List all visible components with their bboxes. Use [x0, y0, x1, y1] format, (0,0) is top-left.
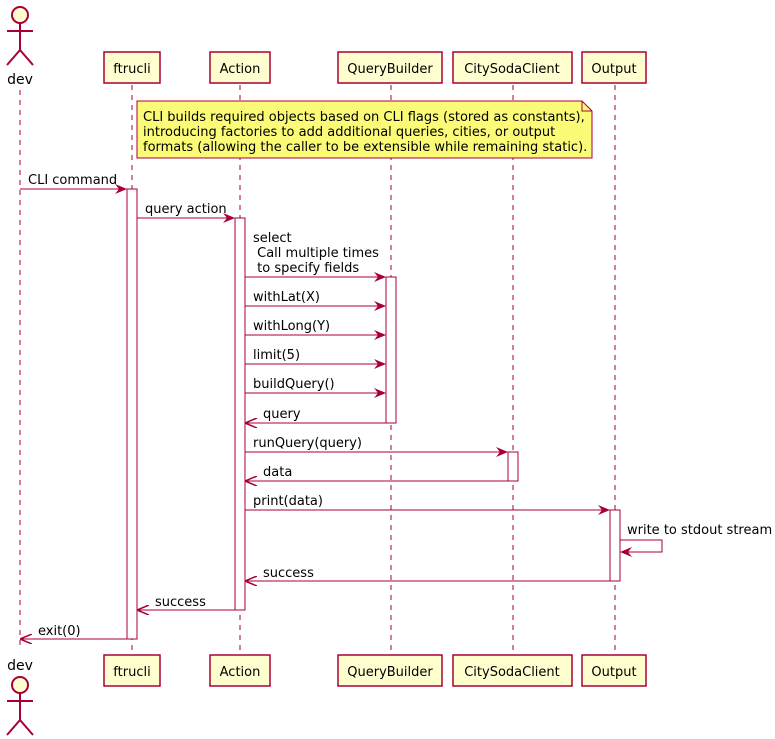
note-line-1: CLI builds required objects based on CLI…	[143, 110, 585, 125]
participant-querybuilder-box-bottom	[337, 654, 443, 687]
message-label-select-2: Call multiple times	[253, 246, 379, 261]
activation-output	[609, 509, 621, 582]
participants-top: dev ftrucli Action QueryBuilder CitySoda…	[6, 6, 647, 88]
activation-citysoda	[507, 451, 519, 482]
participant-action-label-bottom: Action	[220, 665, 261, 680]
participant-querybuilder-box-top	[337, 51, 443, 84]
message-label-query-action: query action	[145, 202, 227, 217]
message-label-cli-command: CLI command	[28, 173, 117, 188]
note-line-2: introducing factories to add additional …	[143, 125, 555, 140]
message-label-select-3: to specify fields	[253, 261, 359, 276]
message-label-success-action: success	[155, 595, 206, 610]
participant-citysoda-box-top	[452, 51, 573, 84]
message-label-exit: exit(0)	[38, 624, 81, 639]
activation-querybuilder	[385, 276, 397, 424]
note-shape	[136, 100, 593, 159]
activations	[126, 188, 621, 640]
participant-querybuilder-label-top: QueryBuilder	[347, 62, 433, 77]
actor-dev-top	[6, 6, 34, 66]
participant-ftrucli-box-top	[103, 51, 161, 84]
actor-dev-label-top: dev	[7, 72, 33, 88]
message-labels: CLI command query action select Call mul…	[28, 173, 772, 639]
note: CLI builds required objects based on CLI…	[136, 100, 593, 159]
participant-output-label-top: Output	[591, 62, 636, 77]
participant-citysoda-label-top: CitySodaClient	[464, 62, 560, 77]
participant-output-box-bottom	[581, 654, 647, 687]
messages	[20, 184, 663, 639]
participant-ftrucli-label-top: ftrucli	[113, 62, 150, 77]
participant-output-label-bottom: Output	[591, 665, 636, 680]
message-label-withlat: withLat(X)	[253, 290, 320, 305]
message-label-runquery: runQuery(query)	[253, 436, 362, 451]
message-label-withlong: withLong(Y)	[253, 319, 330, 334]
activation-action	[234, 217, 246, 611]
message-label-limit: limit(5)	[253, 348, 300, 363]
message-arrow-write-stdout	[620, 539, 663, 557]
message-label-buildquery: buildQuery()	[253, 377, 335, 392]
participant-action-box-top	[209, 51, 271, 84]
message-label-data-return: data	[263, 465, 292, 480]
actor-dev-label-bottom: dev	[7, 658, 33, 674]
participant-ftrucli-label-bottom: ftrucli	[113, 665, 150, 680]
note-corner-fold	[581, 101, 592, 112]
participant-ftrucli-box-bottom	[103, 654, 161, 687]
message-label-select-1: select	[253, 231, 292, 246]
message-label-print: print(data)	[253, 494, 323, 509]
note-line-3: formats (allowing the caller to be exten…	[143, 140, 587, 155]
message-label-success-output: success	[263, 566, 314, 581]
participant-output-box-top	[581, 51, 647, 84]
participant-action-box-bottom	[209, 654, 271, 687]
activation-ftrucli	[126, 188, 138, 640]
participant-action-label-top: Action	[220, 62, 261, 77]
actor-dev-bottom	[6, 676, 34, 736]
message-label-query-return: query	[263, 407, 301, 422]
message-label-write-stdout: write to stdout stream	[627, 523, 772, 538]
lifelines	[19, 85, 616, 655]
participant-querybuilder-label-bottom: QueryBuilder	[347, 665, 433, 680]
participants-bottom: dev ftrucli Action QueryBuilder CitySoda…	[6, 654, 647, 736]
participant-citysoda-box-bottom	[452, 654, 573, 687]
participant-citysoda-label-bottom: CitySodaClient	[464, 665, 560, 680]
